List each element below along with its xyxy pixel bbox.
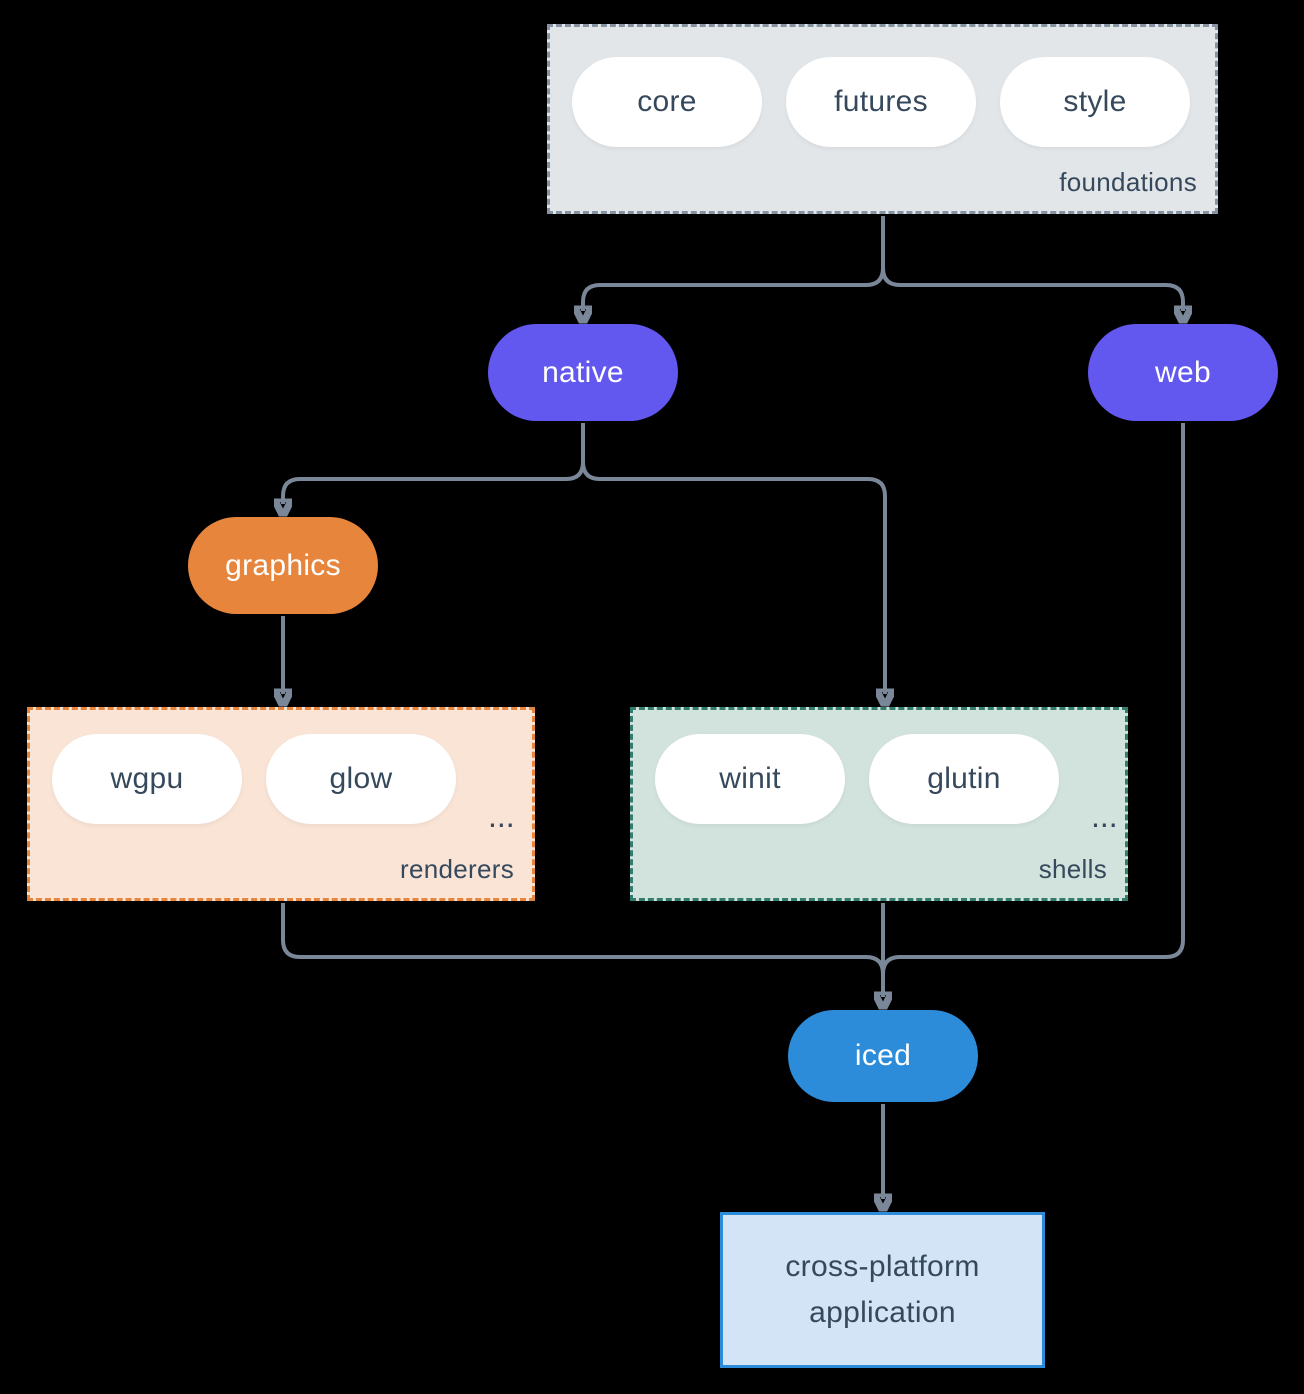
renderers-ellipsis: ... xyxy=(488,798,515,834)
group-foundations-label: foundations xyxy=(1059,167,1197,197)
group-shells: winit glutin ... shells xyxy=(630,707,1128,901)
node-wgpu: wgpu xyxy=(52,734,242,824)
node-core: core xyxy=(572,57,762,147)
node-style: style xyxy=(1000,57,1190,147)
group-renderers-label: renderers xyxy=(400,854,514,884)
node-web: web xyxy=(1088,324,1278,421)
edge-foundations-web xyxy=(881,267,1183,311)
node-graphics: graphics xyxy=(188,517,378,614)
edge-foundations-native xyxy=(583,267,885,311)
node-native: native xyxy=(488,324,678,421)
node-iced: iced xyxy=(788,1010,978,1102)
group-renderers: wgpu glow ... renderers xyxy=(27,707,535,901)
shells-ellipsis: ... xyxy=(1091,798,1118,834)
edge-renderers-merge xyxy=(281,903,885,975)
node-futures: futures xyxy=(786,57,976,147)
node-glutin: glutin xyxy=(869,734,1059,824)
node-cross-platform-application: cross-platform application xyxy=(720,1212,1045,1368)
node-glow: glow xyxy=(266,734,456,824)
edge-native-graphics xyxy=(283,461,585,504)
group-shells-label: shells xyxy=(1038,854,1107,884)
group-foundations: core futures style foundations xyxy=(547,24,1218,214)
node-winit: winit xyxy=(655,734,845,824)
edge-native-shells xyxy=(581,461,885,694)
